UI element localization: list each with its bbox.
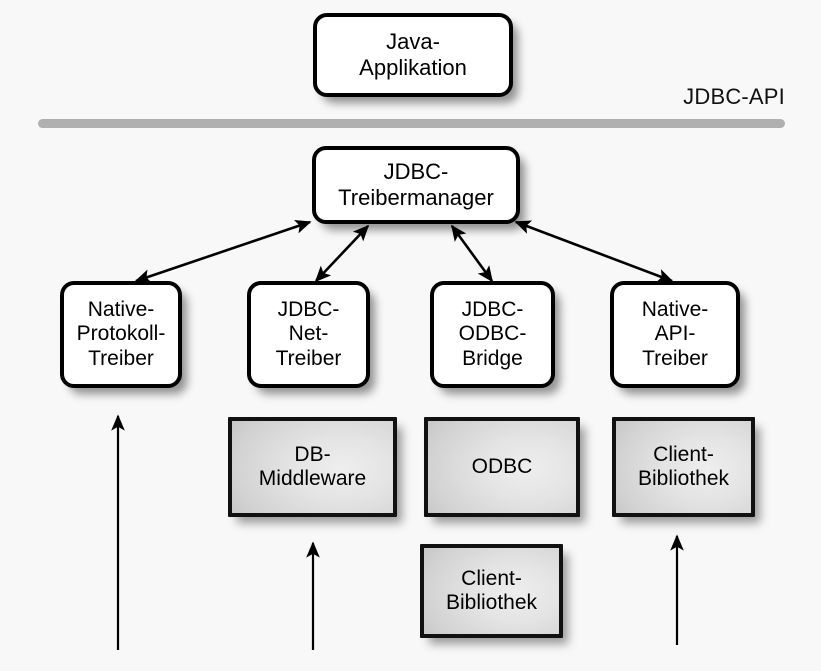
node-native-protokoll-treiber[interactable]: Native- Protokoll- Treiber [60,281,182,388]
box-db-middleware-label: DB- Middleware [258,442,367,490]
box-client-bibliothek-bottom[interactable]: Client- Bibliothek [420,544,563,638]
node-jdbc-treibermanager-label: JDBC- Treibermanager [338,159,494,210]
node-java-applikation[interactable]: Java- Applikation [313,13,513,97]
box-odbc-label: ODBC [471,454,533,478]
node-native-api-treiber[interactable]: Native- API- Treiber [610,281,740,388]
node-native-protokoll-treiber-label: Native- Protokoll- Treiber [76,297,166,370]
jdbc-api-label: JDBC-API [683,84,785,109]
box-db-middleware[interactable]: DB- Middleware [228,417,397,517]
node-native-api-treiber-label: Native- API- Treiber [641,297,709,370]
connector-manager-jdbc-net [314,224,370,283]
box-client-bibliothek-right-label: Client- Bibliothek [637,442,730,490]
connector-manager-jdbc-odbc [450,224,494,283]
node-jdbc-odbc-bridge[interactable]: JDBC- ODBC- Bridge [430,281,555,388]
jdbc-api-separator-bar [38,119,785,128]
connector-manager-native-api [514,220,674,283]
box-client-bibliothek-bottom-label: Client- Bibliothek [445,566,538,614]
node-jdbc-net-treiber[interactable]: JDBC- Net- Treiber [247,281,370,388]
node-jdbc-net-treiber-label: JDBC- Net- Treiber [275,297,342,370]
box-odbc[interactable]: ODBC [424,417,580,517]
node-java-applikation-label: Java- Applikation [359,29,467,80]
node-jdbc-treibermanager[interactable]: JDBC- Treibermanager [312,146,520,224]
box-client-bibliothek-right[interactable]: Client- Bibliothek [612,417,755,517]
node-jdbc-odbc-bridge-label: JDBC- ODBC- Bridge [458,297,527,370]
connector-manager-native-protocol [134,219,312,284]
